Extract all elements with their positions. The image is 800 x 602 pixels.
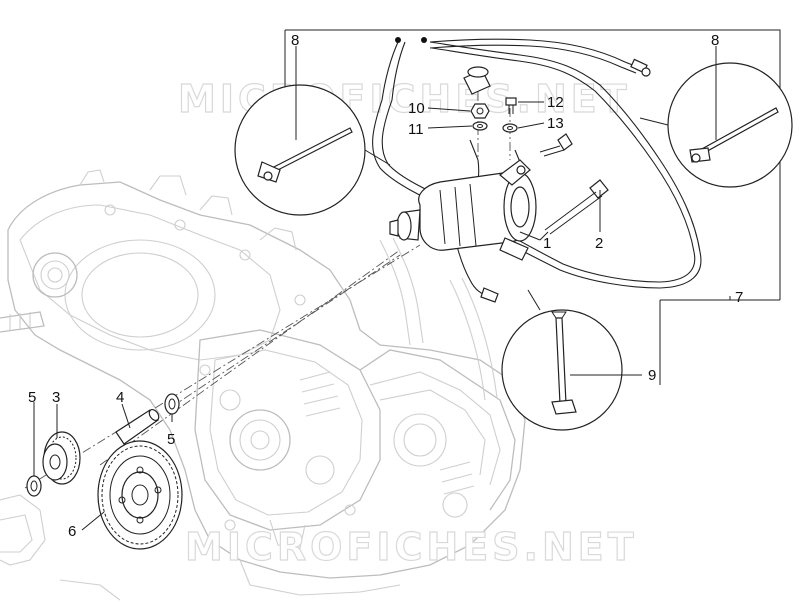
callout-7: 7 <box>735 289 743 306</box>
nut-10 <box>470 103 490 119</box>
callout-3: 3 <box>52 389 60 406</box>
bullet-dot-left <box>395 37 401 43</box>
callout-5-right: 5 <box>167 431 175 448</box>
bullet-dot-right <box>421 37 427 43</box>
callout-8-right: 8 <box>711 32 719 49</box>
watermark-bottom: MICROFICHES.NET <box>185 525 638 569</box>
bushing-5-left <box>26 475 42 497</box>
callout-11: 11 <box>408 121 424 138</box>
gear-6 <box>97 440 183 550</box>
terminal-boot <box>463 66 491 95</box>
bolt-2 <box>544 179 609 235</box>
gear-3 <box>42 431 81 485</box>
detail-cable-tie-right <box>639 62 793 188</box>
watermark-top: MICROFICHES.NET <box>178 77 631 121</box>
callout-12: 12 <box>547 94 564 111</box>
callout-6: 6 <box>68 523 76 540</box>
callout-2: 2 <box>595 235 603 252</box>
callout-1: 1 <box>543 235 551 252</box>
starter-motor <box>389 159 537 261</box>
bushing-5-right <box>164 393 180 415</box>
washer-13 <box>502 123 518 133</box>
callout-13: 13 <box>547 115 564 132</box>
callout-4: 4 <box>116 389 124 406</box>
bolt-13-long <box>539 133 573 157</box>
washer-11 <box>472 121 488 131</box>
engine-block-ghost <box>0 169 526 601</box>
callout-9: 9 <box>648 367 656 384</box>
pin-4 <box>115 408 160 445</box>
callout-8-left: 8 <box>291 32 299 49</box>
callout-5-left: 5 <box>28 389 36 406</box>
screw-12 <box>505 97 517 114</box>
leader-lines <box>33 46 731 531</box>
detail-cable-clip-9 <box>501 289 623 431</box>
callout-10: 10 <box>408 100 425 117</box>
detail-cable-tie-left <box>234 84 391 216</box>
